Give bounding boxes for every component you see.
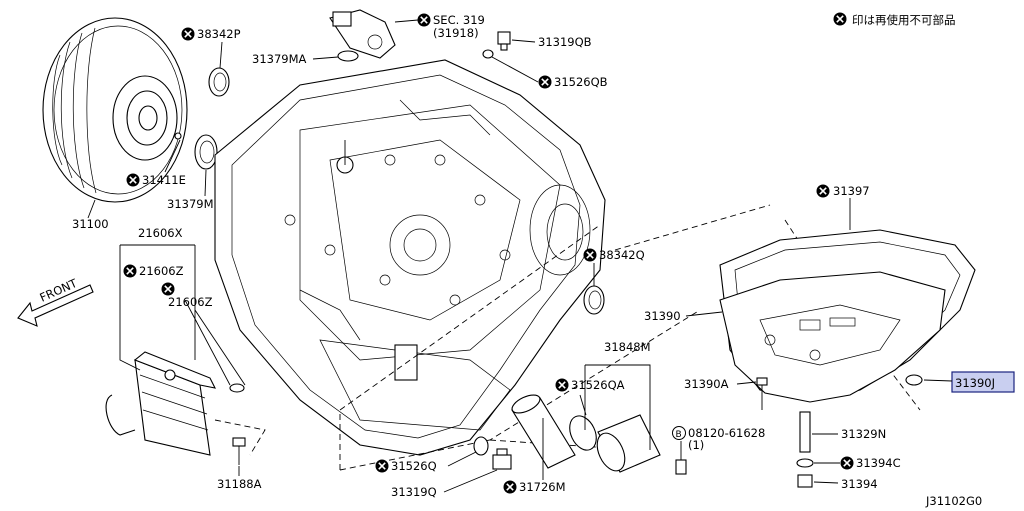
oil-seal-38342P xyxy=(208,67,230,97)
label-31526Q: 31526Q xyxy=(391,459,437,473)
washer-31394C xyxy=(796,458,814,468)
label-31379MA: 31379MA xyxy=(252,52,307,66)
label-31726M: 31726M xyxy=(519,480,566,494)
circled-x-icon xyxy=(502,479,518,495)
bolt-31188A xyxy=(232,437,246,465)
label-08120-qty: (1) xyxy=(688,438,704,452)
label-38342Q: 38342Q xyxy=(599,248,645,262)
label-sec319-sub: (31918) xyxy=(433,26,479,40)
label-38342P: 38342P xyxy=(197,27,241,41)
bolt-31390A xyxy=(756,377,768,410)
transmission-case xyxy=(214,59,606,456)
washer-31379MA xyxy=(337,50,359,62)
diagram-code: J31102G0 xyxy=(925,494,982,508)
seal-31379M xyxy=(194,134,218,170)
torque-converter xyxy=(42,17,188,203)
label-31390A: 31390A xyxy=(684,377,729,391)
svg-text:B: B xyxy=(676,430,682,440)
label-31397: 31397 xyxy=(833,184,870,198)
label-31379M: 31379M xyxy=(167,197,214,211)
label-31390J[interactable]: 31390J xyxy=(955,376,995,390)
oil-seal-38342Q xyxy=(583,285,605,315)
front-arrow-icon xyxy=(17,284,94,327)
circled-x-icon xyxy=(160,281,176,297)
circled-x-icon xyxy=(122,263,138,279)
label-31526QB: 31526QB xyxy=(554,75,608,89)
circled-x-icon xyxy=(815,183,831,199)
circled-b-icon xyxy=(672,426,686,440)
circled-x-icon xyxy=(537,74,553,90)
circled-x-icon xyxy=(374,458,390,474)
tube-31329N xyxy=(799,411,811,453)
drain-plug-31394 xyxy=(797,474,813,488)
circled-x-icon xyxy=(125,172,141,188)
oil-cooler xyxy=(105,351,245,456)
label-sec319[interactable]: SEC. 319 xyxy=(433,13,485,27)
label-31188A: 31188A xyxy=(217,477,262,491)
oring-31526Q xyxy=(473,436,489,456)
label-31394C: 31394C xyxy=(856,456,901,470)
sensor-sec319 xyxy=(329,9,396,59)
label-21606X: 21606X xyxy=(138,226,183,240)
legend-text: 印は再使用不可部品 xyxy=(852,13,956,27)
label-08120: 08120-61628 xyxy=(688,426,765,440)
label-31848M: 31848M xyxy=(604,340,651,354)
label-31394: 31394 xyxy=(841,477,878,491)
plug-31319QB xyxy=(497,31,511,51)
circled-x-icon xyxy=(416,12,432,28)
label-31100: 31100 xyxy=(72,217,109,231)
plug-31319Q xyxy=(492,448,512,470)
circled-x-icon xyxy=(582,247,598,263)
oil-filter xyxy=(511,394,687,475)
highlight-box-31390J[interactable] xyxy=(951,371,1015,393)
label-31329N: 31329N xyxy=(841,427,886,441)
oil-pan xyxy=(719,229,976,403)
label-31319Q: 31319Q xyxy=(391,485,437,499)
oring-31526QB xyxy=(482,49,494,59)
legend: 印は再使用不可部品 xyxy=(832,11,956,27)
circled-x-icon xyxy=(554,377,570,393)
label-31411E: 31411E xyxy=(142,173,186,187)
circled-x-icon xyxy=(180,26,196,42)
label-21606Z-a: 21606Z xyxy=(139,264,184,278)
label-31390: 31390 xyxy=(644,309,681,323)
label-21606Z-b: 21606Z xyxy=(168,295,213,309)
label-31319QB: 31319QB xyxy=(538,35,592,49)
circled-x-icon xyxy=(839,455,855,471)
circled-x-icon xyxy=(832,11,848,27)
magnet-31390J xyxy=(905,374,923,386)
label-31526QA: 31526QA xyxy=(571,378,625,392)
